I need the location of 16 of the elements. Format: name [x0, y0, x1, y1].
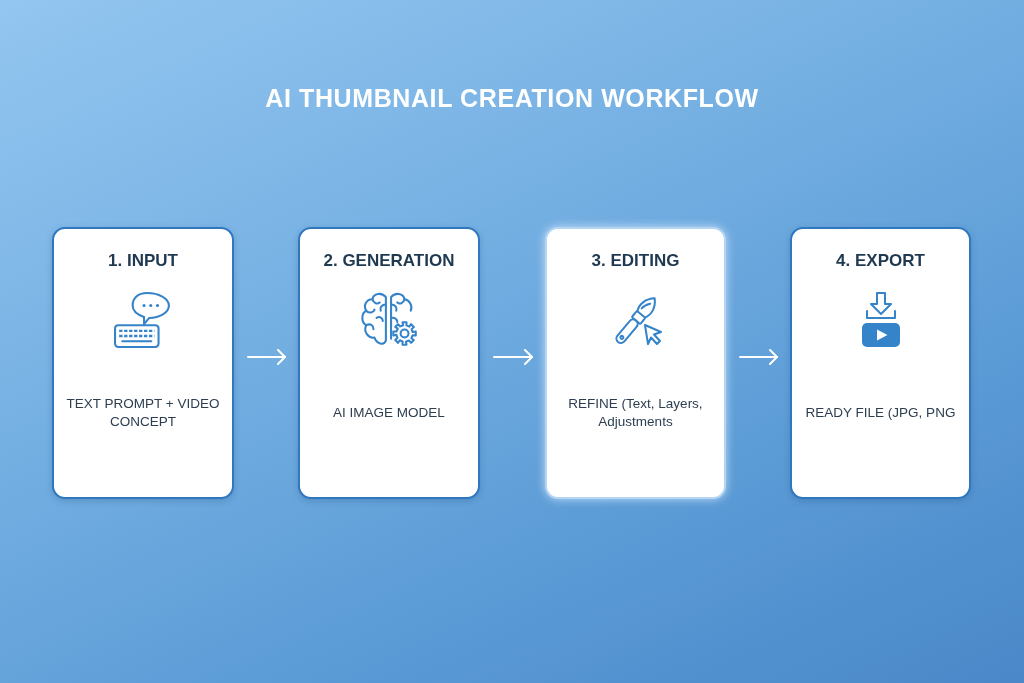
step-card — [545, 227, 726, 499]
step-title: 1. INPUT — [108, 251, 178, 271]
step-description: TEXT PROMPT + VIDEO CONCEPT — [66, 395, 220, 431]
arrow — [493, 349, 533, 365]
step-description: REFINE (Text, Layers, Adjustments — [567, 395, 704, 431]
step-title: 4. EXPORT — [836, 251, 925, 271]
step-card — [52, 227, 234, 499]
step-title: 2. GENERATION — [323, 251, 455, 271]
diagram-title: AI THUMBNAIL CREATION WORKFLOW — [264, 84, 760, 113]
step-card — [790, 227, 971, 499]
step-title: 3. EDITING — [591, 251, 680, 271]
arrow — [739, 349, 778, 365]
step-card — [298, 227, 480, 499]
step-description: READY FILE (JPG, PNG — [805, 404, 956, 422]
step-description: AI IMAGE MODEL — [333, 404, 445, 422]
arrow — [247, 349, 286, 365]
